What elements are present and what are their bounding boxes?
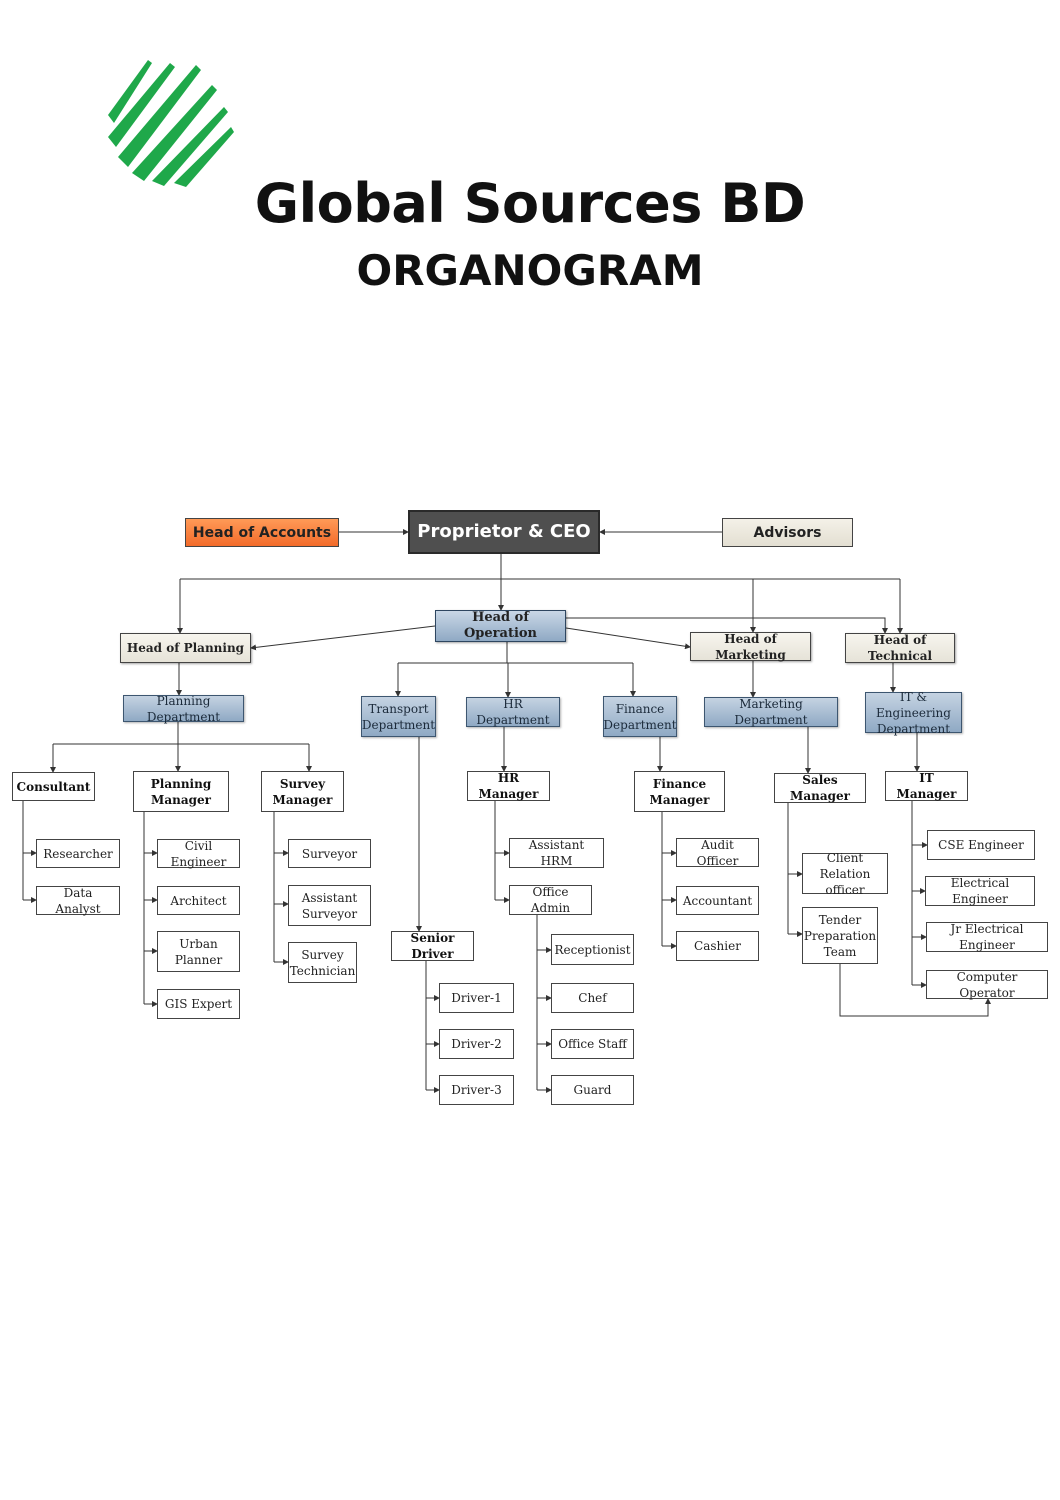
head-of-operation-box: Head of Operation bbox=[435, 610, 566, 642]
surveyor-box: Surveyor bbox=[288, 839, 371, 868]
hr-manager-box: HR Manager bbox=[467, 771, 550, 801]
driver-2-box: Driver-2 bbox=[439, 1029, 514, 1059]
planning-department-box: Planning Department bbox=[123, 694, 244, 724]
planning-manager-box: Planning Manager bbox=[133, 771, 229, 812]
architect-box: Architect bbox=[157, 886, 240, 915]
office-admin-box: Office Admin bbox=[509, 885, 592, 915]
electrical-engineer-box: Electrical Engineer bbox=[925, 876, 1035, 906]
survey-manager-box: Survey Manager bbox=[261, 771, 344, 812]
driver-1-box: Driver-1 bbox=[439, 983, 514, 1013]
company-logo bbox=[108, 60, 234, 187]
head-of-planning-box: Head of Planning bbox=[120, 633, 251, 663]
senior-driver-box: Senior Driver bbox=[391, 931, 474, 961]
data-analyst-box: Data Analyst bbox=[36, 886, 120, 916]
it-engineering-department-box: IT & Engineering Department bbox=[865, 690, 962, 736]
page-subtitle: ORGANOGRAM bbox=[356, 246, 704, 295]
receptionist-box: Receptionist bbox=[551, 934, 634, 965]
survey-technician-box: Survey Technician bbox=[288, 942, 357, 983]
researcher-box: Researcher bbox=[36, 839, 120, 868]
chef-box: Chef bbox=[551, 983, 634, 1013]
head-of-accounts-box: Head of Accounts bbox=[185, 518, 339, 547]
advisors-box: Advisors bbox=[722, 518, 853, 547]
head-of-technical-box: Head of Technical bbox=[845, 633, 955, 663]
cashier-box: Cashier bbox=[676, 931, 759, 961]
office-staff-box: Office Staff bbox=[551, 1029, 634, 1059]
assistant-surveyor-box: Assistant Surveyor bbox=[288, 885, 371, 926]
ceo-box: Proprietor & CEO bbox=[408, 510, 600, 554]
page-title: Global Sources BD bbox=[254, 172, 806, 235]
tender-preparation-team-box: Tender Preparation Team bbox=[802, 907, 878, 964]
sales-manager-box: Sales Manager bbox=[774, 773, 866, 803]
civil-engineer-box: Civil Engineer bbox=[157, 839, 240, 869]
accountant-box: Accountant bbox=[676, 886, 759, 915]
marketing-department-box: Marketing Department bbox=[704, 697, 838, 727]
head-of-marketing-box: Head of Marketing bbox=[690, 632, 811, 662]
finance-department-box: Finance Department bbox=[603, 696, 677, 737]
transport-department-box: Transport Department bbox=[361, 696, 436, 737]
hr-department-box: HR Department bbox=[466, 697, 560, 727]
jr-electrical-engineer-box: Jr Electrical Engineer bbox=[926, 922, 1048, 952]
client-relation-officer-box: Client Relation officer bbox=[802, 851, 888, 897]
urban-planner-box: Urban Planner bbox=[157, 931, 240, 972]
driver-3-box: Driver-3 bbox=[439, 1075, 514, 1105]
assistant-hrm-box: Assistant HRM bbox=[509, 838, 604, 868]
it-manager-box: IT Manager bbox=[885, 771, 968, 801]
computer-operator-box: Computer Operator bbox=[926, 970, 1048, 1000]
cse-engineer-box: CSE Engineer bbox=[927, 830, 1035, 860]
gis-expert-box: GIS Expert bbox=[157, 989, 240, 1019]
finance-manager-box: Finance Manager bbox=[634, 771, 725, 812]
guard-box: Guard bbox=[551, 1075, 634, 1105]
consultant-box: Consultant bbox=[12, 772, 95, 801]
audit-officer-box: Audit Officer bbox=[676, 838, 759, 868]
